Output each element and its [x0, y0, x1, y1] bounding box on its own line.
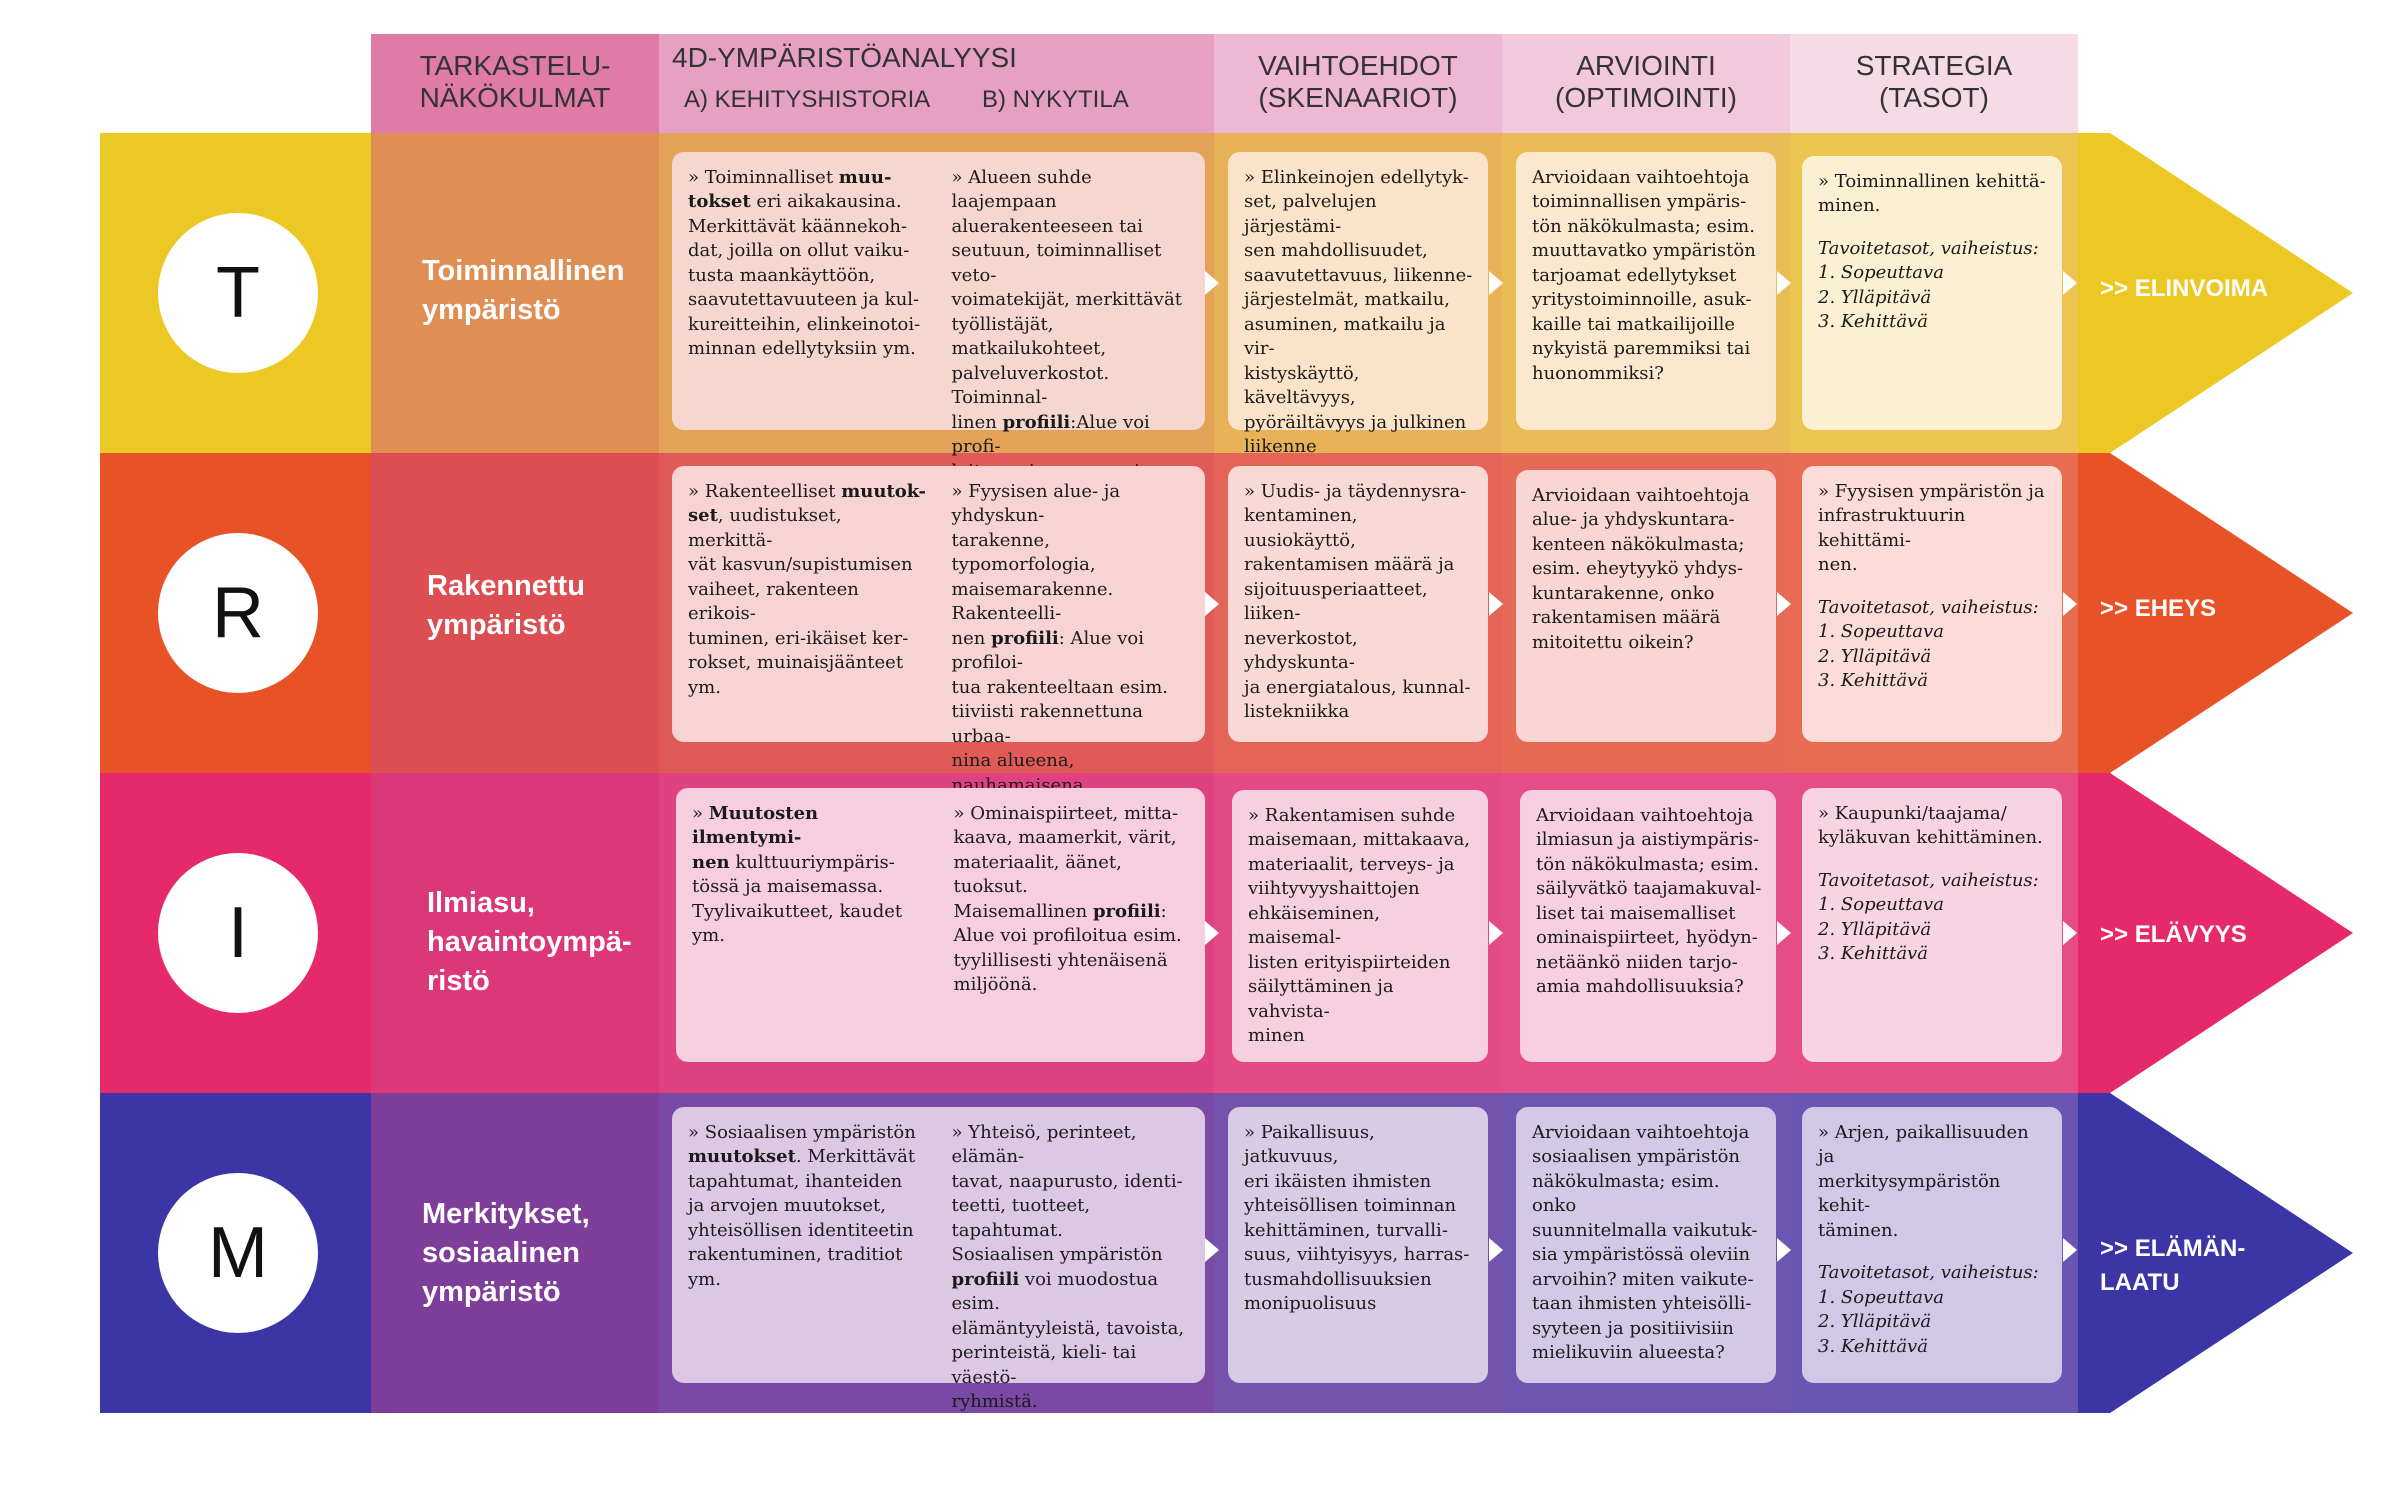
card-options-meanings: » Paikallisuus, jatkuvuus, eri ikäisten … [1228, 1107, 1488, 1383]
header-analysis-history: A) KEHITYSHISTORIA [684, 86, 931, 113]
card-options-built: » Uudis- ja täydennysra- kentaminen, uus… [1228, 466, 1488, 742]
card-evaluation-appearance: Arvioidaan vaihtoehtoja ilmiasun ja aist… [1520, 790, 1776, 1062]
current-text: » Ominaispiirteet, mitta- kaava, maamerk… [953, 803, 1182, 996]
row-label-functional: Toiminnallinen ympäristö [422, 255, 625, 327]
history-text: » Sosiaalisen ympäristön muutokset. Merk… [688, 1122, 916, 1290]
levels-list: 1. Sopeuttava 2. Ylläpitävä 3. Kehittävä [1818, 621, 1944, 692]
card-strategy-meanings: » Arjen, paikallisuuden ja merkitysympär… [1802, 1107, 2062, 1383]
flow-arrow-icon [1205, 921, 1219, 945]
flow-arrow-icon [1777, 271, 1791, 295]
card-analysis-meanings: » Sosiaalisen ympäristön muutokset. Merk… [672, 1107, 1205, 1412]
flow-arrow-icon [2063, 592, 2077, 616]
flow-arrow-icon [1205, 592, 1219, 616]
flow-arrow-icon [1205, 1238, 1219, 1262]
letter-circle-T: T [158, 213, 318, 373]
header-options: VAIHTOEHDOT (SKENAARIOT) [1258, 49, 1458, 113]
header-evaluation: ARVIOINTI (OPTIMOINTI) [1555, 49, 1737, 113]
flow-arrow-icon [2063, 1238, 2077, 1262]
flow-arrow-icon [1489, 921, 1503, 945]
card-options-functional: » Elinkeinojen edellytyk- set, palveluje… [1228, 152, 1488, 457]
strategy-text: » Kaupunki/taajama/ kyläkuvan kehittämin… [1818, 803, 2043, 849]
card-strategy-functional: » Toiminnallinen kehittä- minen. Tavoite… [1802, 156, 2062, 430]
flow-arrow-icon [1205, 271, 1219, 295]
card-analysis-functional: » Toiminnalliset muu- tokset eri aikakau… [672, 152, 1205, 555]
row-label-appearance: Ilmiasu, havaintoympä- ristö [427, 887, 632, 998]
header-analysis-current: B) NYKYTILA [982, 86, 1129, 113]
row-arrow-M [100, 1093, 2353, 1413]
letter-circle-R: R [158, 533, 318, 693]
current-text: » Yhteisö, perinteet, elämän- tavat, naa… [951, 1122, 1185, 1413]
header-strategy: STRATEGIA (TASOT) [1855, 49, 2013, 113]
flow-arrow-icon [1489, 271, 1503, 295]
flow-arrow-icon [1489, 1238, 1503, 1262]
levels-title: Tavoitetasot, vaiheistus: [1818, 869, 2039, 891]
flow-arrow-icon [1777, 921, 1791, 945]
card-evaluation-meanings: Arvioidaan vaihtoehtoja sosiaalisen ympä… [1516, 1107, 1776, 1383]
header-cell-perspectives [371, 34, 659, 134]
header-analysis-title: 4D-YMPÄRISTÖANALYYSI [672, 42, 1017, 73]
goal-coherence: >> EHEYS [2100, 595, 2217, 622]
row-arrow-T [100, 133, 2353, 453]
card-strategy-appearance: » Kaupunki/taajama/ kyläkuvan kehittämin… [1802, 788, 2062, 1062]
card-analysis-appearance: » Muutosten ilmentymi- nen kulttuuriympä… [676, 788, 1205, 1062]
flow-arrow-icon [2063, 271, 2077, 295]
header-perspectives: TARKASTELU- NÄKÖKULMAT [419, 49, 611, 113]
goal-liveliness: >> ELÄVYYS [2100, 921, 2247, 948]
header-cell-evaluation [1502, 34, 1790, 134]
card-analysis-built: » Rakenteelliset muutok- set, uudistukse… [672, 466, 1205, 869]
row-arrow-R [100, 453, 2353, 773]
history-text: » Toiminnalliset muu- tokset eri aikakau… [688, 167, 921, 360]
history-text: » Rakenteelliset muutok- set, uudistukse… [688, 481, 927, 698]
levels-list: 1. Sopeuttava 2. Ylläpitävä 3. Kehittävä [1818, 894, 1944, 965]
card-evaluation-built: Arvioidaan vaihtoehtoja alue- ja yhdysku… [1516, 470, 1776, 742]
levels-list: 1. Sopeuttava 2. Ylläpitävä 3. Kehittävä [1818, 1286, 1944, 1357]
levels-list: 1. Sopeuttava 2. Ylläpitävä 3. Kehittävä [1818, 262, 1944, 333]
history-text: » Muutosten ilmentymi- nen kulttuuriympä… [692, 803, 903, 947]
strategy-text: » Toiminnallinen kehittä- minen. [1818, 171, 2046, 217]
strategy-text: » Arjen, paikallisuuden ja merkitysympär… [1818, 1122, 2029, 1241]
row-arrow-I [100, 773, 2353, 1093]
card-evaluation-functional: Arvioidaan vaihtoehtoja toiminnallisen y… [1516, 152, 1776, 430]
flow-arrow-icon [2063, 921, 2077, 945]
levels-title: Tavoitetasot, vaiheistus: [1818, 1262, 2039, 1284]
card-options-appearance: » Rakentamisen suhde maisemaan, mittakaa… [1232, 790, 1488, 1062]
letter-circle-M: M [158, 1173, 318, 1333]
header-cell-analysis [659, 34, 1214, 134]
levels-title: Tavoitetasot, vaiheistus: [1818, 237, 2039, 259]
row-label-meanings: Merkitykset, sosiaalinen ympäristö [422, 1198, 590, 1309]
row-label-built: Rakennettu ympäristö [427, 570, 585, 642]
goal-vitality: >> ELINVOIMA [2100, 275, 2269, 302]
header-cell-options [1214, 34, 1502, 134]
letter-circle-I: I [158, 853, 318, 1013]
flow-arrow-icon [1777, 1238, 1791, 1262]
strategy-text: » Fyysisen ympäristön ja infrastruktuuri… [1818, 481, 2045, 576]
flow-arrow-icon [1489, 592, 1503, 616]
levels-title: Tavoitetasot, vaiheistus: [1818, 596, 2039, 618]
card-strategy-built: » Fyysisen ympäristön ja infrastruktuuri… [1802, 466, 2062, 742]
header-cell-strategy [1790, 34, 2078, 134]
flow-arrow-icon [1777, 592, 1791, 616]
goal-quality-of-life: >> ELÄMÄN- LAATU [2100, 1235, 2246, 1296]
